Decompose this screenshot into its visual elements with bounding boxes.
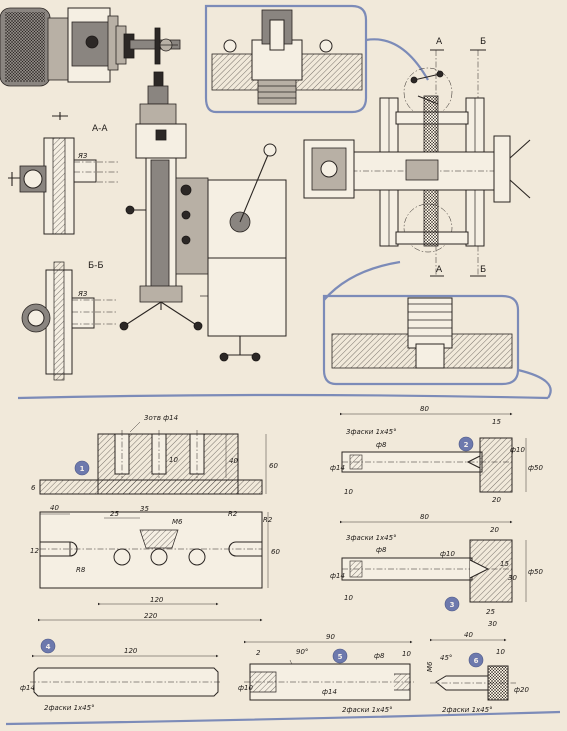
vise-body <box>175 143 287 362</box>
part-3-number: 3 <box>450 601 455 609</box>
part-3-dim-d10: ф10 <box>440 550 455 558</box>
part-3-dim-20: 20 <box>490 526 499 534</box>
part-3-dim-30: 30 <box>488 620 497 628</box>
part-3-badge <box>444 596 460 612</box>
part-5-drawing: 5 90 2 90° ф8 10 ф10 ф14 2фаски 1х45° <box>238 633 414 714</box>
drill-column <box>119 71 203 331</box>
part-2-dim-d10: ф10 <box>510 446 525 454</box>
part-5-number: 5 <box>338 653 343 661</box>
arrow-a-top: А <box>436 37 443 47</box>
part-1-dim-10: 10 <box>169 456 178 464</box>
part-3-dim-d50: ф50 <box>528 568 543 576</box>
part-3-chamfer-note: 3фаски 1х45° <box>346 534 397 542</box>
part-6-badge <box>468 652 484 668</box>
part-4-dim-120: 120 <box>124 647 138 655</box>
bottom-border <box>5 710 561 726</box>
part-2-dim-d14: ф14 <box>330 464 345 472</box>
part-4-drawing: 4 120 ф14 2фаски 1х45° <box>20 638 222 712</box>
part-1-dim-120: 120 <box>150 596 164 604</box>
part-6-dim-d20: ф20 <box>514 686 529 694</box>
part-5-dim-d8: ф8 <box>374 652 385 660</box>
part-1-holes-note: 3отв ф14 <box>144 414 178 422</box>
part-1-drawing: 1 3отв ф14 10 40 60 6 40 25 35 M6 R2 R2 <box>30 414 280 622</box>
section-a-a: А-А ЯЗ <box>8 112 118 235</box>
part-1-dim-r2-a: R2 <box>228 510 238 518</box>
part-1-dim-220: 220 <box>144 612 158 620</box>
part-1-dim-25: 25 <box>110 510 119 518</box>
part-6-dim-m6: M6 <box>426 661 434 672</box>
part-1-dim-m6: M6 <box>172 518 183 526</box>
part-1-dim-r8: R8 <box>76 566 86 574</box>
section-b-b: Б-Б ЯЗ <box>21 261 118 381</box>
part-1-dim-6: 6 <box>31 484 36 492</box>
part-3-dim-25: 25 <box>486 608 495 616</box>
part-4-number: 4 <box>46 643 51 651</box>
svg-text:ЯЗ: ЯЗ <box>77 290 88 298</box>
part-4-dim-d14: ф14 <box>20 684 35 692</box>
section-divider <box>17 393 549 400</box>
lathe-chuck <box>0 7 181 87</box>
part-6-drawing: 6 40 10 45° M6 ф20 2фаски 1х45° <box>426 631 529 714</box>
section-a-a-label: А-А <box>92 124 108 134</box>
part-2-badge <box>458 436 474 452</box>
part-3-dim-30b: 30 <box>508 574 517 582</box>
part-2-dim-d8: ф8 <box>376 441 387 449</box>
detail-callout <box>204 4 429 114</box>
part-3-dim-d14: ф14 <box>330 572 345 580</box>
arrow-b-top: Б <box>480 37 486 47</box>
arrow-a-bottom: А <box>436 265 443 275</box>
part-6-number: 6 <box>474 657 479 665</box>
part-3-drawing: 3 80 20 3фаски 1х45° ф8 ф14 ф10 15 ф50 1… <box>330 513 543 628</box>
part-1-dim-40-left: 40 <box>50 504 59 512</box>
svg-text:ЯЗ: ЯЗ <box>77 152 88 160</box>
part-3-dim-10: 10 <box>344 594 353 602</box>
part-2-dim-80: 80 <box>420 405 429 413</box>
part-5-dim-10: 10 <box>402 650 411 658</box>
part-3-dim-d8: ф8 <box>376 546 387 554</box>
part-2-drawing: 2 80 15 3фаски 1х45° ф8 ф14 ф10 ф50 10 2… <box>330 405 543 504</box>
part-4-badge <box>40 638 56 654</box>
part-5-dim-d14: ф14 <box>322 688 337 696</box>
part-2-dim-15: 15 <box>492 418 501 426</box>
part-2-dim-20: 20 <box>492 496 501 504</box>
part-3-dim-80: 80 <box>420 513 429 521</box>
part-6-dim-40: 40 <box>464 631 473 639</box>
arrow-b-bottom: Б <box>480 265 486 275</box>
part-6-dim-10: 10 <box>496 648 505 656</box>
part-5-dim-90deg: 90° <box>296 648 308 656</box>
part-5-dim-90: 90 <box>326 633 335 641</box>
thread-detail-callout <box>322 260 520 386</box>
part-1-dim-40: 40 <box>229 457 238 465</box>
plan-assembly: А Б А Б <box>303 37 531 277</box>
part-1-dim-35: 35 <box>140 505 149 513</box>
part-1-dim-12: 12 <box>30 547 39 555</box>
part-2-chamfer-note: 3фаски 1х45° <box>346 428 397 436</box>
part-5-badge <box>332 648 348 664</box>
part-2-dim-d50: ф50 <box>528 464 543 472</box>
section-b-b-label: Б-Б <box>88 261 104 271</box>
part-5-dim-d10: ф10 <box>238 684 253 692</box>
part-2-dim-10: 10 <box>344 488 353 496</box>
part-6-chamfer-note: 2фаски 1х45° <box>442 706 493 714</box>
part-5-chamfer-note: 2фаски 1х45° <box>342 706 393 714</box>
part-3-dim-15: 15 <box>500 560 509 568</box>
part-6-dim-45deg: 45° <box>440 654 452 662</box>
part-1-dim-60-plan: 60 <box>271 548 280 556</box>
part-1-number: 1 <box>80 465 85 473</box>
part-4-chamfer-note: 2фаски 1х45° <box>44 704 95 712</box>
part-5-dim-2: 2 <box>256 649 261 657</box>
part-2-number: 2 <box>464 441 469 449</box>
part-1-badge <box>74 460 90 476</box>
part-1-dim-60: 60 <box>269 462 278 470</box>
